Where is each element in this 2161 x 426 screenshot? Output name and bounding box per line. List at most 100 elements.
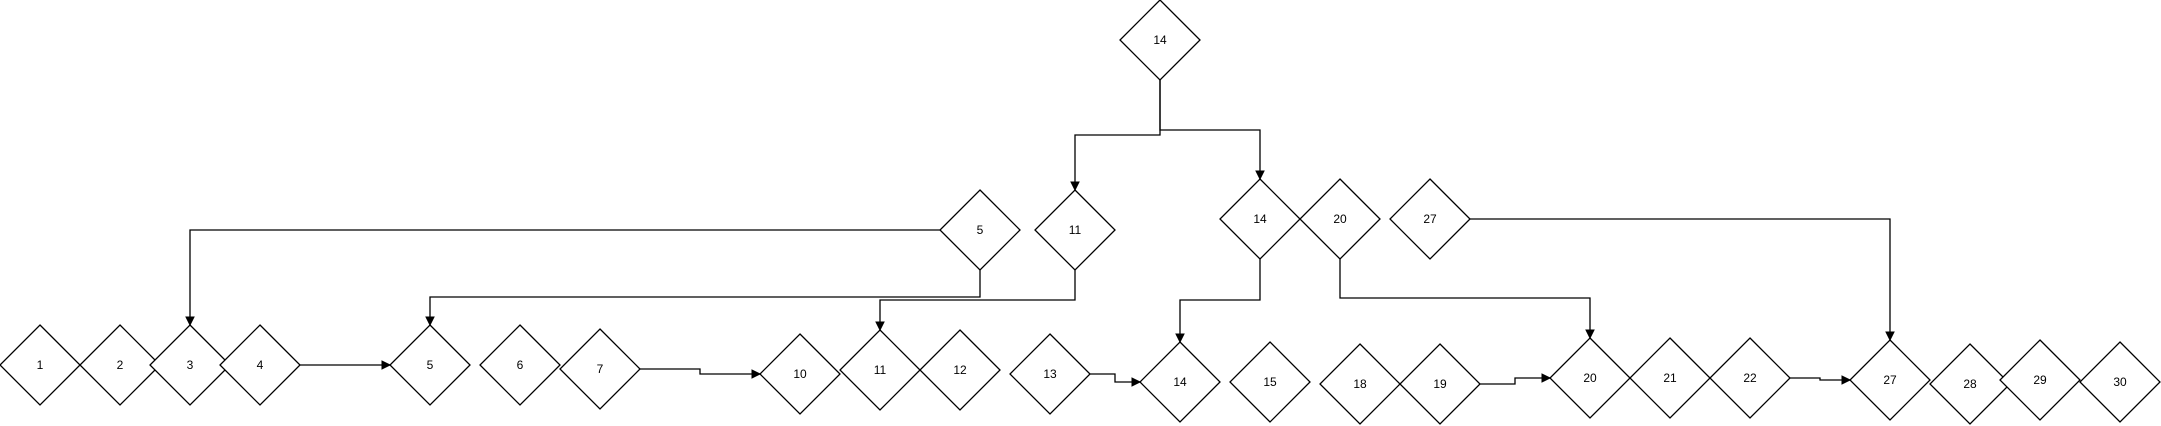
node-label: 29: [2033, 373, 2047, 387]
node-leaf-30: 30: [2079, 341, 2161, 423]
edge-leaf-7-to-leaf-10: [640, 368, 760, 375]
node-label: 6: [517, 358, 524, 372]
node-label: 27: [1423, 212, 1437, 226]
node-leaf-11: 11: [839, 329, 921, 411]
node-label: 28: [1963, 377, 1977, 391]
node-label: 20: [1583, 371, 1597, 385]
node-label: 14: [1253, 212, 1267, 226]
node-leaf-28: 28: [1929, 343, 2011, 425]
node-leaf-4: 4: [219, 324, 301, 406]
node-leaf-21: 21: [1629, 337, 1711, 419]
arrowhead-icon: [1131, 377, 1142, 387]
diamond-shape: [149, 324, 231, 406]
node-label: 5: [427, 358, 434, 372]
node-label: 12: [953, 363, 967, 377]
diamond-shape: [1299, 178, 1381, 260]
arrowhead-icon: [1070, 181, 1080, 192]
node-top-14: 14: [1119, 0, 1201, 81]
diamond-shape: [1119, 0, 1201, 81]
edge-mid-27-to-leaf-27: [1470, 218, 1891, 340]
diamond-shape: [1389, 178, 1471, 260]
node-leaf-10: 10: [759, 333, 841, 415]
node-leaf-13: 13: [1009, 333, 1091, 415]
node-leaf-5: 5: [389, 324, 471, 406]
node-label: 11: [874, 363, 887, 377]
arrowhead-icon: [1841, 375, 1852, 385]
diamond-shape: [79, 324, 161, 406]
diamond-shape: [219, 324, 301, 406]
diamond-shape: [1034, 189, 1116, 271]
edge-mid-5-to-leaf-5: [429, 270, 981, 325]
diamond-shape: [1219, 178, 1301, 260]
diamond-shape: [389, 324, 471, 406]
node-leaf-1: 1: [0, 324, 81, 406]
node-label: 15: [1263, 375, 1277, 389]
diamond-shape: [1549, 337, 1631, 419]
diamond-shape: [559, 328, 641, 410]
node-label: 27: [1883, 373, 1897, 387]
diamond-shape: [1009, 333, 1091, 415]
node-label: 14: [1173, 375, 1187, 389]
arrowhead-icon: [1885, 331, 1895, 342]
node-label: 10: [793, 367, 807, 381]
arrowhead-icon: [1541, 373, 1552, 383]
node-leaf-19: 19: [1399, 343, 1481, 425]
edges-layer: [185, 80, 1895, 387]
arrowhead-icon: [875, 321, 885, 332]
arrowhead-icon: [1175, 333, 1185, 344]
arrowhead-icon: [1255, 170, 1265, 181]
edge-mid-14-to-leaf-14: [1179, 259, 1261, 342]
diamond-shape: [2079, 341, 2161, 423]
node-label: 18: [1353, 377, 1367, 391]
node-label: 20: [1333, 212, 1347, 226]
node-leaf-7: 7: [559, 328, 641, 410]
edge-top-14-to-mid-14: [1159, 80, 1261, 179]
diamond-shape: [759, 333, 841, 415]
diamond-shape: [1999, 339, 2081, 421]
node-mid-5: 5: [939, 189, 1021, 271]
diamond-shape: [1319, 343, 1401, 425]
node-label: 3: [187, 358, 194, 372]
diamond-shape: [1709, 337, 1791, 419]
arrowhead-icon: [751, 369, 762, 379]
node-label: 2: [117, 358, 124, 372]
edge-leaf-22-to-leaf-27: [1790, 377, 1850, 381]
node-mid-27: 27: [1389, 178, 1471, 260]
diamond-shape: [1849, 339, 1931, 421]
node-label: 11: [1069, 223, 1082, 237]
diamond-shape: [1139, 341, 1221, 423]
diamond-shape: [919, 329, 1001, 411]
node-label: 21: [1663, 371, 1677, 385]
edge-top-14-to-mid-11: [1074, 80, 1161, 190]
diamond-shape: [1399, 343, 1481, 425]
arrowhead-icon: [381, 360, 392, 370]
arrowhead-icon: [1585, 329, 1595, 340]
node-leaf-3: 3: [149, 324, 231, 406]
diamond-shape: [0, 324, 81, 406]
node-leaf-22: 22: [1709, 337, 1791, 419]
node-label: 7: [597, 362, 604, 376]
node-leaf-18: 18: [1319, 343, 1401, 425]
node-mid-14: 14: [1219, 178, 1301, 260]
node-label: 4: [257, 358, 264, 372]
node-leaf-20: 20: [1549, 337, 1631, 419]
node-label: 19: [1433, 377, 1447, 391]
node-label: 13: [1043, 367, 1057, 381]
arrowhead-icon: [185, 316, 195, 327]
node-label: 5: [977, 223, 984, 237]
node-leaf-6: 6: [479, 324, 561, 406]
node-label: 14: [1153, 33, 1167, 47]
node-leaf-15: 15: [1229, 341, 1311, 423]
node-label: 30: [2113, 375, 2127, 389]
node-leaf-12: 12: [919, 329, 1001, 411]
edge-mid-5-to-leaf-3: [189, 229, 940, 325]
diamond-shape: [939, 189, 1021, 271]
node-mid-20: 20: [1299, 178, 1381, 260]
node-leaf-27: 27: [1849, 339, 1931, 421]
edge-mid-20-to-leaf-20: [1339, 259, 1591, 338]
node-label: 22: [1743, 371, 1757, 385]
node-leaf-14: 14: [1139, 341, 1221, 423]
node-leaf-2: 2: [79, 324, 161, 406]
